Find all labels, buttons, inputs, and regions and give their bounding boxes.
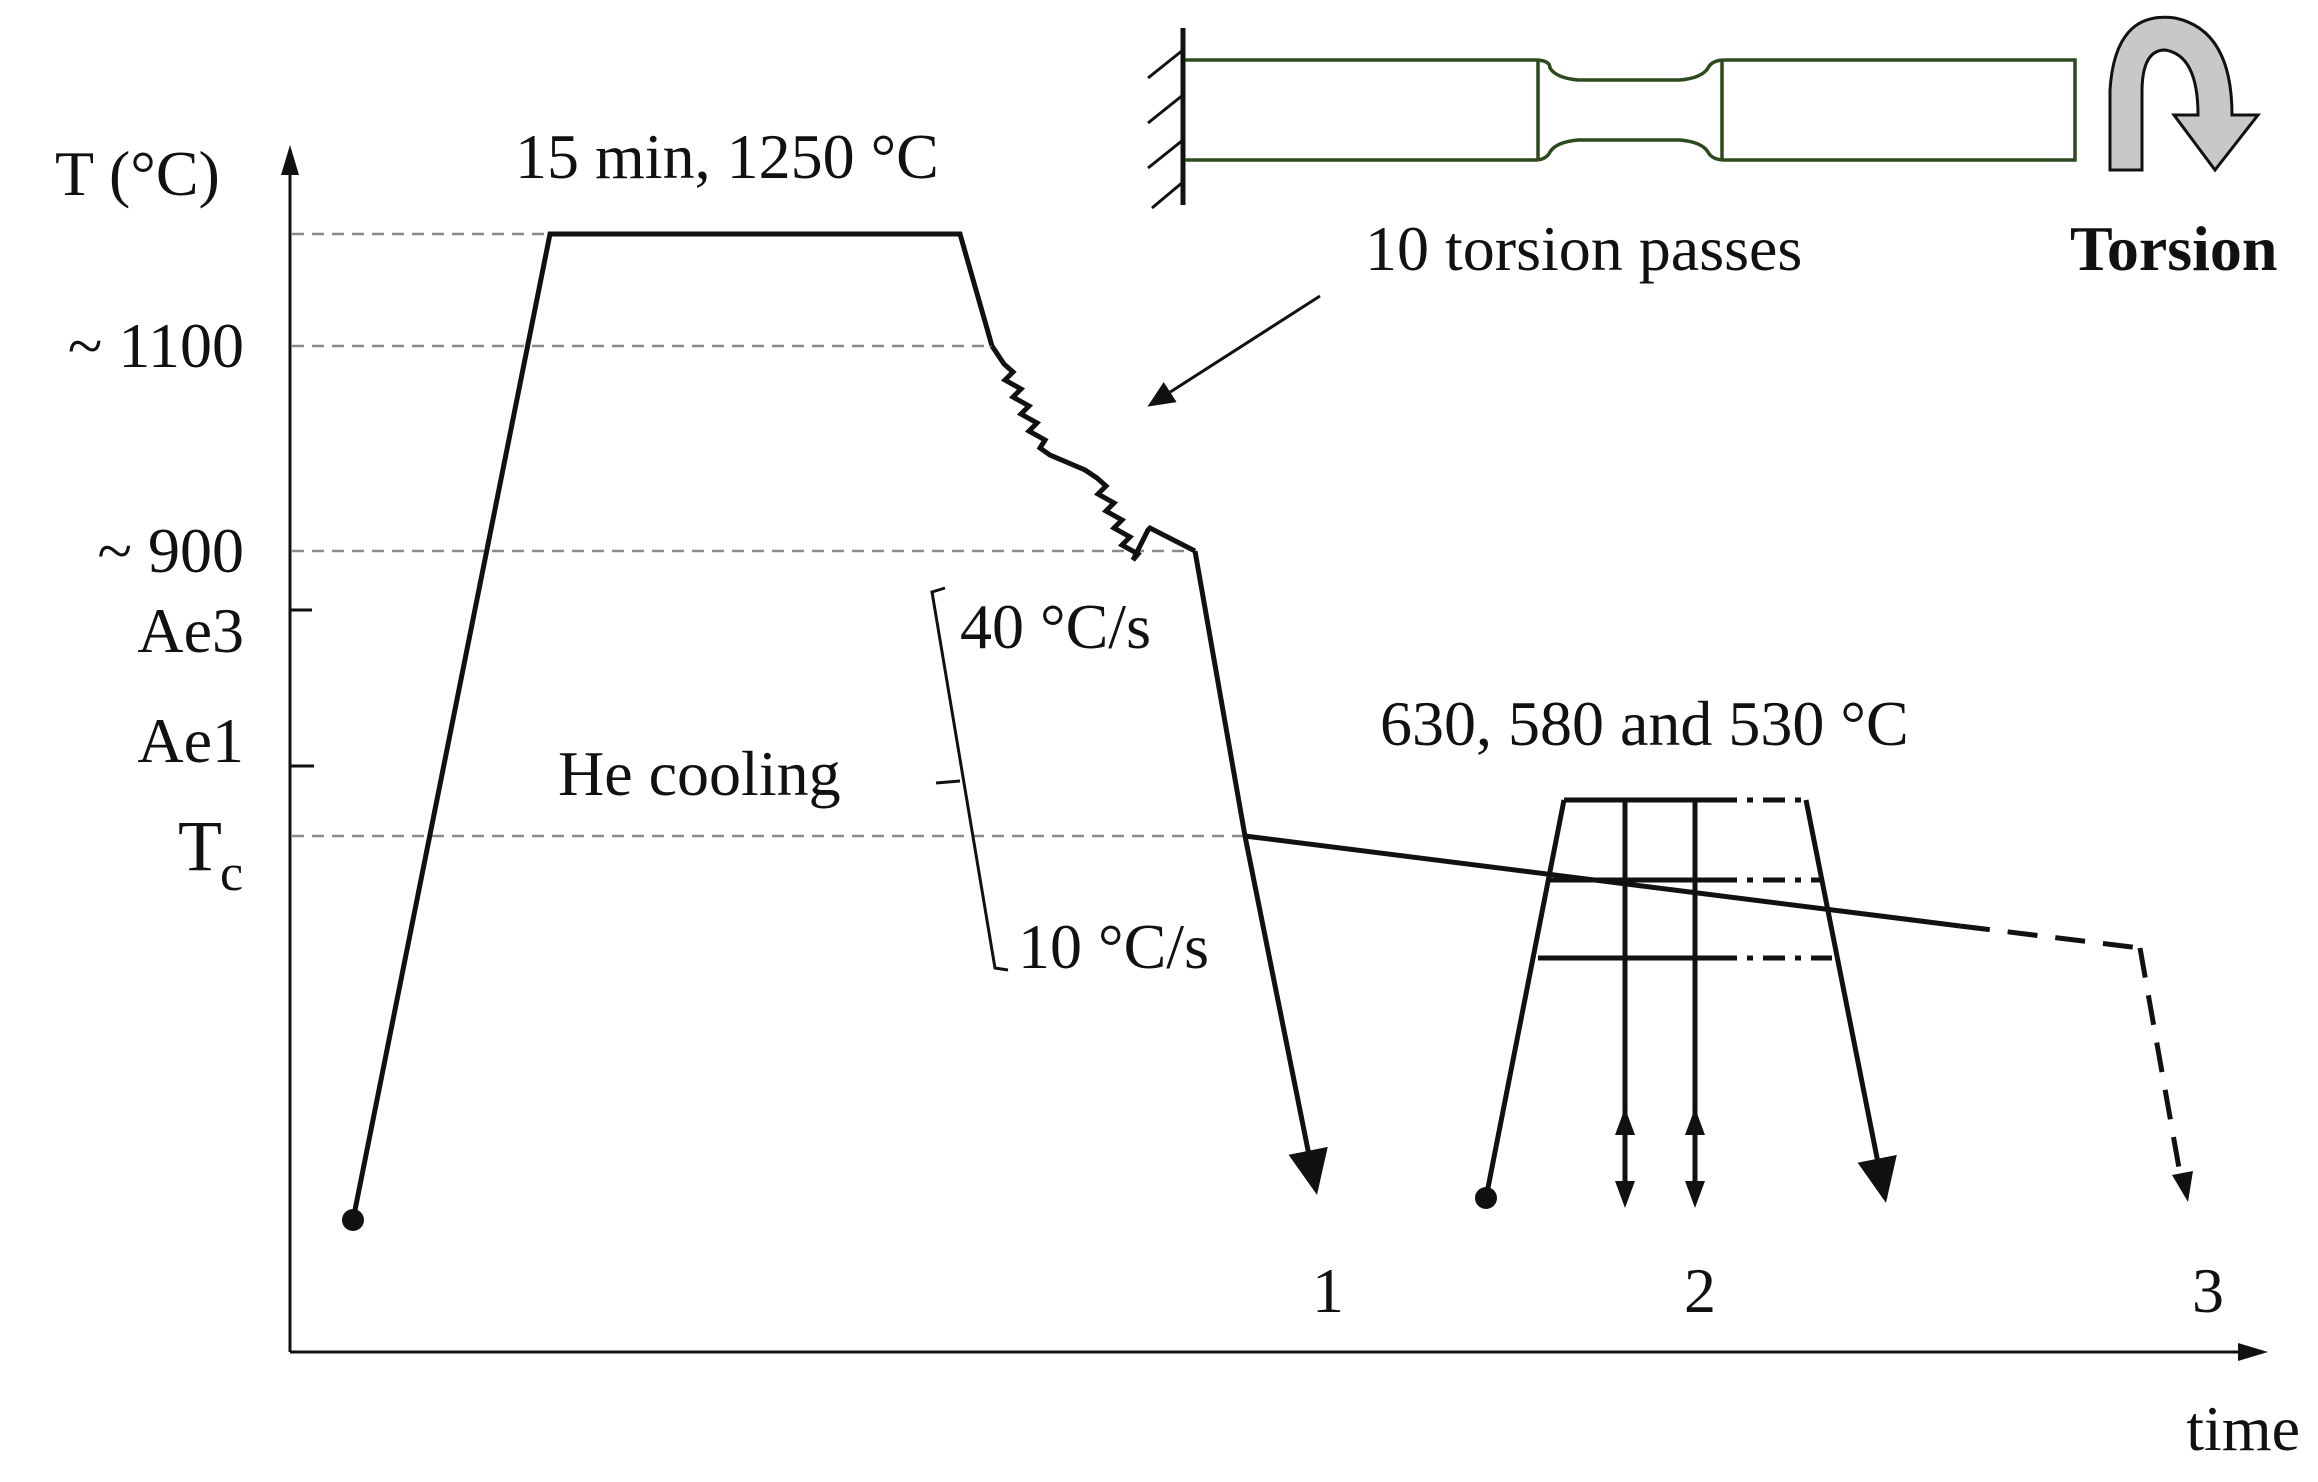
- route-2-quench-b-up-arrowhead: [1685, 1108, 1705, 1135]
- tick-label-1100: ~ 1100: [68, 310, 244, 381]
- route-2-path: [1475, 797, 1897, 1209]
- route-2-quench-a-up-arrowhead: [1615, 1108, 1635, 1135]
- guide-lines: [292, 232, 1245, 838]
- route-label-1: 1: [1312, 1255, 1344, 1326]
- tick-label-ae3: Ae3: [137, 595, 244, 666]
- route-3-slow-cooling-dashed: [1959, 923, 2141, 951]
- route-2-cooling-leg: [1803, 799, 1897, 1203]
- torsion-passes-annotation: 10 torsion passes: [1365, 213, 1802, 284]
- torsion-passes-zigzag: [989, 344, 1197, 562]
- route-2-quench-b-down-arrowhead: [1685, 1181, 1705, 1208]
- route-2-quench-a-down-arrowhead: [1615, 1181, 1635, 1208]
- x-axis-label: time: [2186, 1393, 2300, 1464]
- cooling-segment-route-1: [1192, 550, 1328, 1195]
- torsion-passes-pointer: [1147, 294, 1321, 407]
- heating-soak-segment: [350, 231, 995, 1221]
- cooling-rate-bracket-tick: [935, 779, 961, 785]
- tick-label-tc-subscript: c: [220, 845, 243, 902]
- he-cooling-annotation: He cooling: [558, 738, 841, 809]
- route-2-heating-leg: [1483, 799, 1567, 1199]
- torsion-label: Torsion: [2070, 213, 2278, 284]
- rate-40-annotation: 40 °C/s: [960, 591, 1151, 662]
- tick-label-900: ~ 900: [97, 515, 244, 586]
- tick-label-ae1: Ae1: [137, 705, 244, 776]
- route-3-final-cooling-dashed: [2137, 947, 2185, 1186]
- tick-label-tc: T: [178, 806, 222, 886]
- y-axis-label: T (°C): [55, 138, 220, 209]
- hatched-wall-icon: [1147, 28, 1186, 210]
- route-label-2: 2: [1684, 1255, 1716, 1326]
- hold-temperatures-annotation: 630, 580 and 530 °C: [1380, 688, 1909, 759]
- curved-arrow-icon: [2108, 15, 2262, 173]
- specimen-outline: [1185, 58, 2077, 162]
- route-3-path: [1244, 833, 2193, 1202]
- x-axis-arrowhead: [2238, 1343, 2268, 1361]
- cooling-rate-bracket: [930, 586, 1009, 972]
- torsion-specimen: [1147, 28, 2077, 210]
- rate-10-annotation: 10 °C/s: [1018, 911, 1209, 982]
- route-3-arrowhead: [2172, 1171, 2193, 1202]
- y-axis-arrowhead: [281, 145, 299, 175]
- axes: [281, 145, 2268, 1361]
- route-label-3: 3: [2192, 1255, 2224, 1326]
- main-thermal-path: [342, 231, 1328, 1231]
- soak-annotation: 15 min, 1250 °C: [515, 121, 939, 192]
